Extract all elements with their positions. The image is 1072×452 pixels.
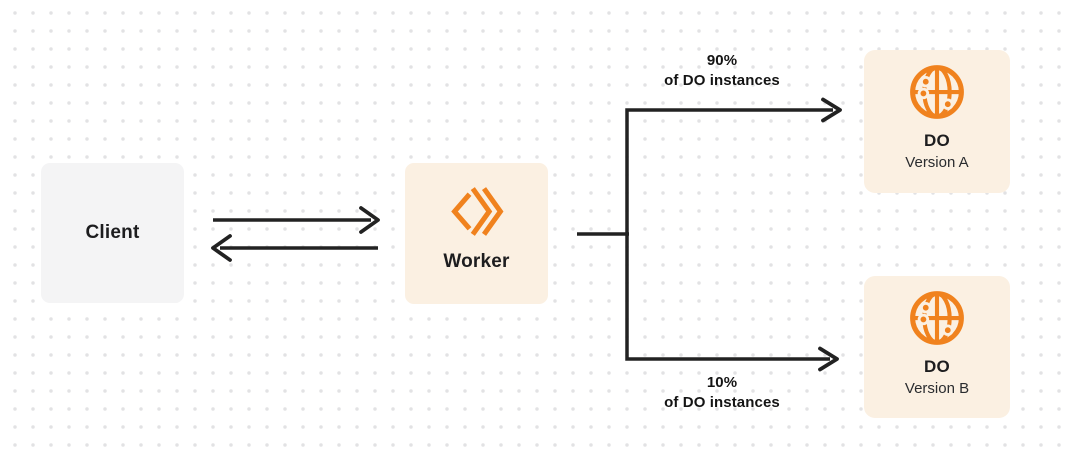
worker-node: Worker <box>405 163 548 304</box>
branch-bottom-label: 10% of DO instances <box>617 373 827 413</box>
client-label: Client <box>85 222 140 243</box>
branch-top-percent: 90% <box>706 52 738 69</box>
arrow-worker-to-client-head-icon <box>211 234 232 262</box>
do-b-title: DO <box>923 357 951 376</box>
globe-icon <box>910 65 964 119</box>
branch-bottom-arrowhead-icon <box>818 346 839 372</box>
do-version-b-node: DO Version B <box>864 276 1010 418</box>
cloudflare-workers-icon <box>450 187 503 236</box>
do-a-subtitle: Version A <box>905 154 969 171</box>
globe-icon <box>910 291 964 345</box>
branch-top-arrowhead-icon <box>821 97 842 123</box>
arrow-client-to-worker-head-icon <box>359 206 380 234</box>
branch-top-caption: of DO instances <box>664 72 780 89</box>
branch-bottom-caption: of DO instances <box>664 394 780 411</box>
client-node: Client <box>41 163 184 303</box>
split-branch-line <box>625 108 833 361</box>
branch-bottom-percent: 10% <box>706 374 738 391</box>
worker-label: Worker <box>443 251 510 272</box>
do-a-title: DO <box>923 131 951 150</box>
branch-top-label: 90% of DO instances <box>617 51 827 91</box>
do-version-a-node: DO Version A <box>864 50 1010 193</box>
do-b-subtitle: Version B <box>904 380 970 397</box>
